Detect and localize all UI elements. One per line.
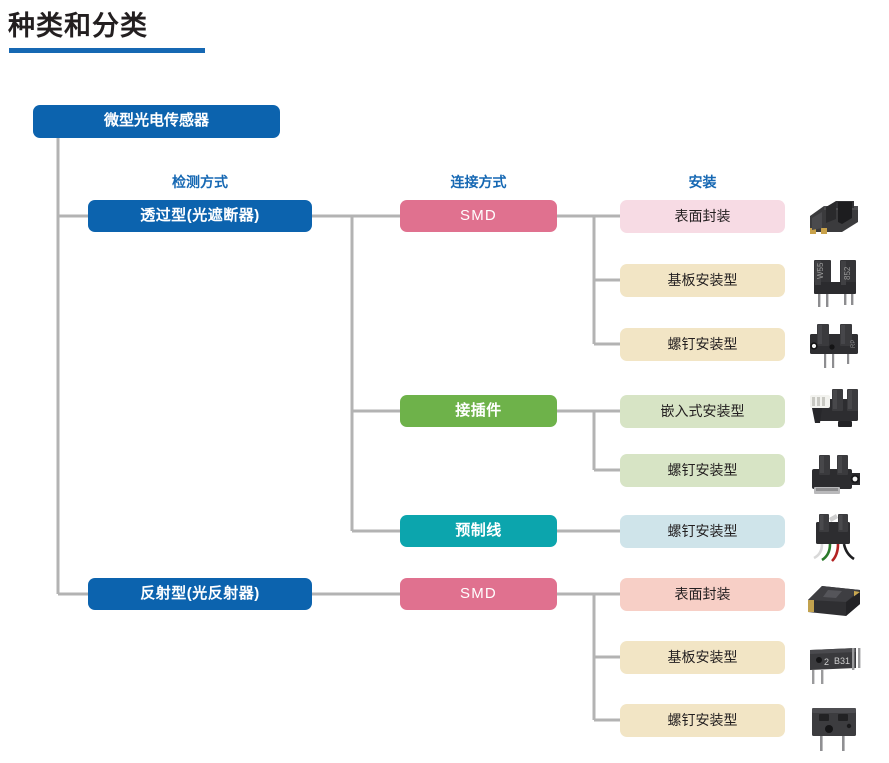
svg-text:RP: RP xyxy=(851,340,857,348)
node-connection-smd-transmissive[interactable]: SMD xyxy=(400,200,557,232)
node-mounting-board-1[interactable]: 基板安装型 xyxy=(620,264,785,297)
product-photo-photoreflector-screw xyxy=(802,698,868,756)
title-underline xyxy=(9,48,205,53)
svg-text:B31: B31 xyxy=(834,656,850,666)
node-mounting-surface-2[interactable]: 表面封装 xyxy=(620,578,785,611)
product-photo-photointerrupter-smd xyxy=(802,188,868,246)
node-connection-connector-label: 接插件 xyxy=(455,401,502,419)
product-photo-photoreflector-through-hole: 2 B31 xyxy=(802,634,868,692)
node-mounting-screw-4-label: 螺钉安装型 xyxy=(667,711,738,728)
node-connection-cable-label: 预制线 xyxy=(455,521,502,539)
column-caption-detection: 检测方式 xyxy=(88,172,312,192)
node-mounting-screw-4[interactable]: 螺钉安装型 xyxy=(620,704,785,737)
node-mounting-surface-2-label: 表面封装 xyxy=(674,585,731,602)
product-photo-photoreflector-smd xyxy=(802,570,868,628)
node-mounting-screw-2[interactable]: 螺钉安装型 xyxy=(620,454,785,487)
node-mounting-screw-1-label: 螺钉安装型 xyxy=(667,335,738,352)
product-photo-photointerrupter-connector-tab xyxy=(802,447,868,505)
node-connection-smd-reflective[interactable]: SMD xyxy=(400,578,557,610)
svg-text:852: 852 xyxy=(843,266,852,280)
node-connection-connector[interactable]: 接插件 xyxy=(400,395,557,427)
node-detection-transmissive-label: 透过型(光遮断器) xyxy=(140,206,260,224)
node-mounting-screw-3-label: 螺钉安装型 xyxy=(667,522,738,539)
node-connection-cable[interactable]: 预制线 xyxy=(400,515,557,547)
column-caption-connection: 连接方式 xyxy=(400,172,557,192)
node-connection-smd-transmissive-label: SMD xyxy=(460,206,497,224)
node-mounting-board-2[interactable]: 基板安装型 xyxy=(620,641,785,674)
node-detection-transmissive[interactable]: 透过型(光遮断器) xyxy=(88,200,312,232)
column-caption-mounting-label: 安装 xyxy=(688,174,717,190)
node-mounting-screw-1[interactable]: 螺钉安装型 xyxy=(620,328,785,361)
product-photo-photointerrupter-connector-flat xyxy=(802,383,868,441)
node-mounting-board-2-label: 基板安装型 xyxy=(667,648,738,665)
column-caption-mounting: 安装 xyxy=(620,172,785,192)
product-photo-photointerrupter-cable xyxy=(802,508,868,566)
node-connection-smd-reflective-label: SMD xyxy=(460,584,497,602)
node-detection-reflective[interactable]: 反射型(光反射器) xyxy=(88,578,312,610)
node-mounting-board-1-label: 基板安装型 xyxy=(667,271,738,288)
page-title: 种类和分类 xyxy=(8,11,148,41)
svg-text:W55: W55 xyxy=(816,262,825,279)
node-mounting-embedded[interactable]: 嵌入式安装型 xyxy=(620,395,785,428)
product-photo-photointerrupter-through-hole: W55 852 xyxy=(802,252,868,310)
node-mounting-embedded-label: 嵌入式安装型 xyxy=(660,402,745,419)
node-mounting-surface-1-label: 表面封装 xyxy=(674,207,731,224)
product-photo-photointerrupter-screw: RP xyxy=(802,316,868,374)
node-detection-reflective-label: 反射型(光反射器) xyxy=(140,584,260,602)
node-root-label: 微型光电传感器 xyxy=(103,112,209,130)
node-root[interactable]: 微型光电传感器 xyxy=(33,105,280,138)
column-caption-connection-label: 连接方式 xyxy=(450,174,507,190)
node-mounting-surface-1[interactable]: 表面封装 xyxy=(620,200,785,233)
column-caption-detection-label: 检测方式 xyxy=(172,174,228,190)
svg-text:2: 2 xyxy=(824,657,829,667)
node-mounting-screw-2-label: 螺钉安装型 xyxy=(667,461,738,478)
node-mounting-screw-3[interactable]: 螺钉安装型 xyxy=(620,515,785,548)
